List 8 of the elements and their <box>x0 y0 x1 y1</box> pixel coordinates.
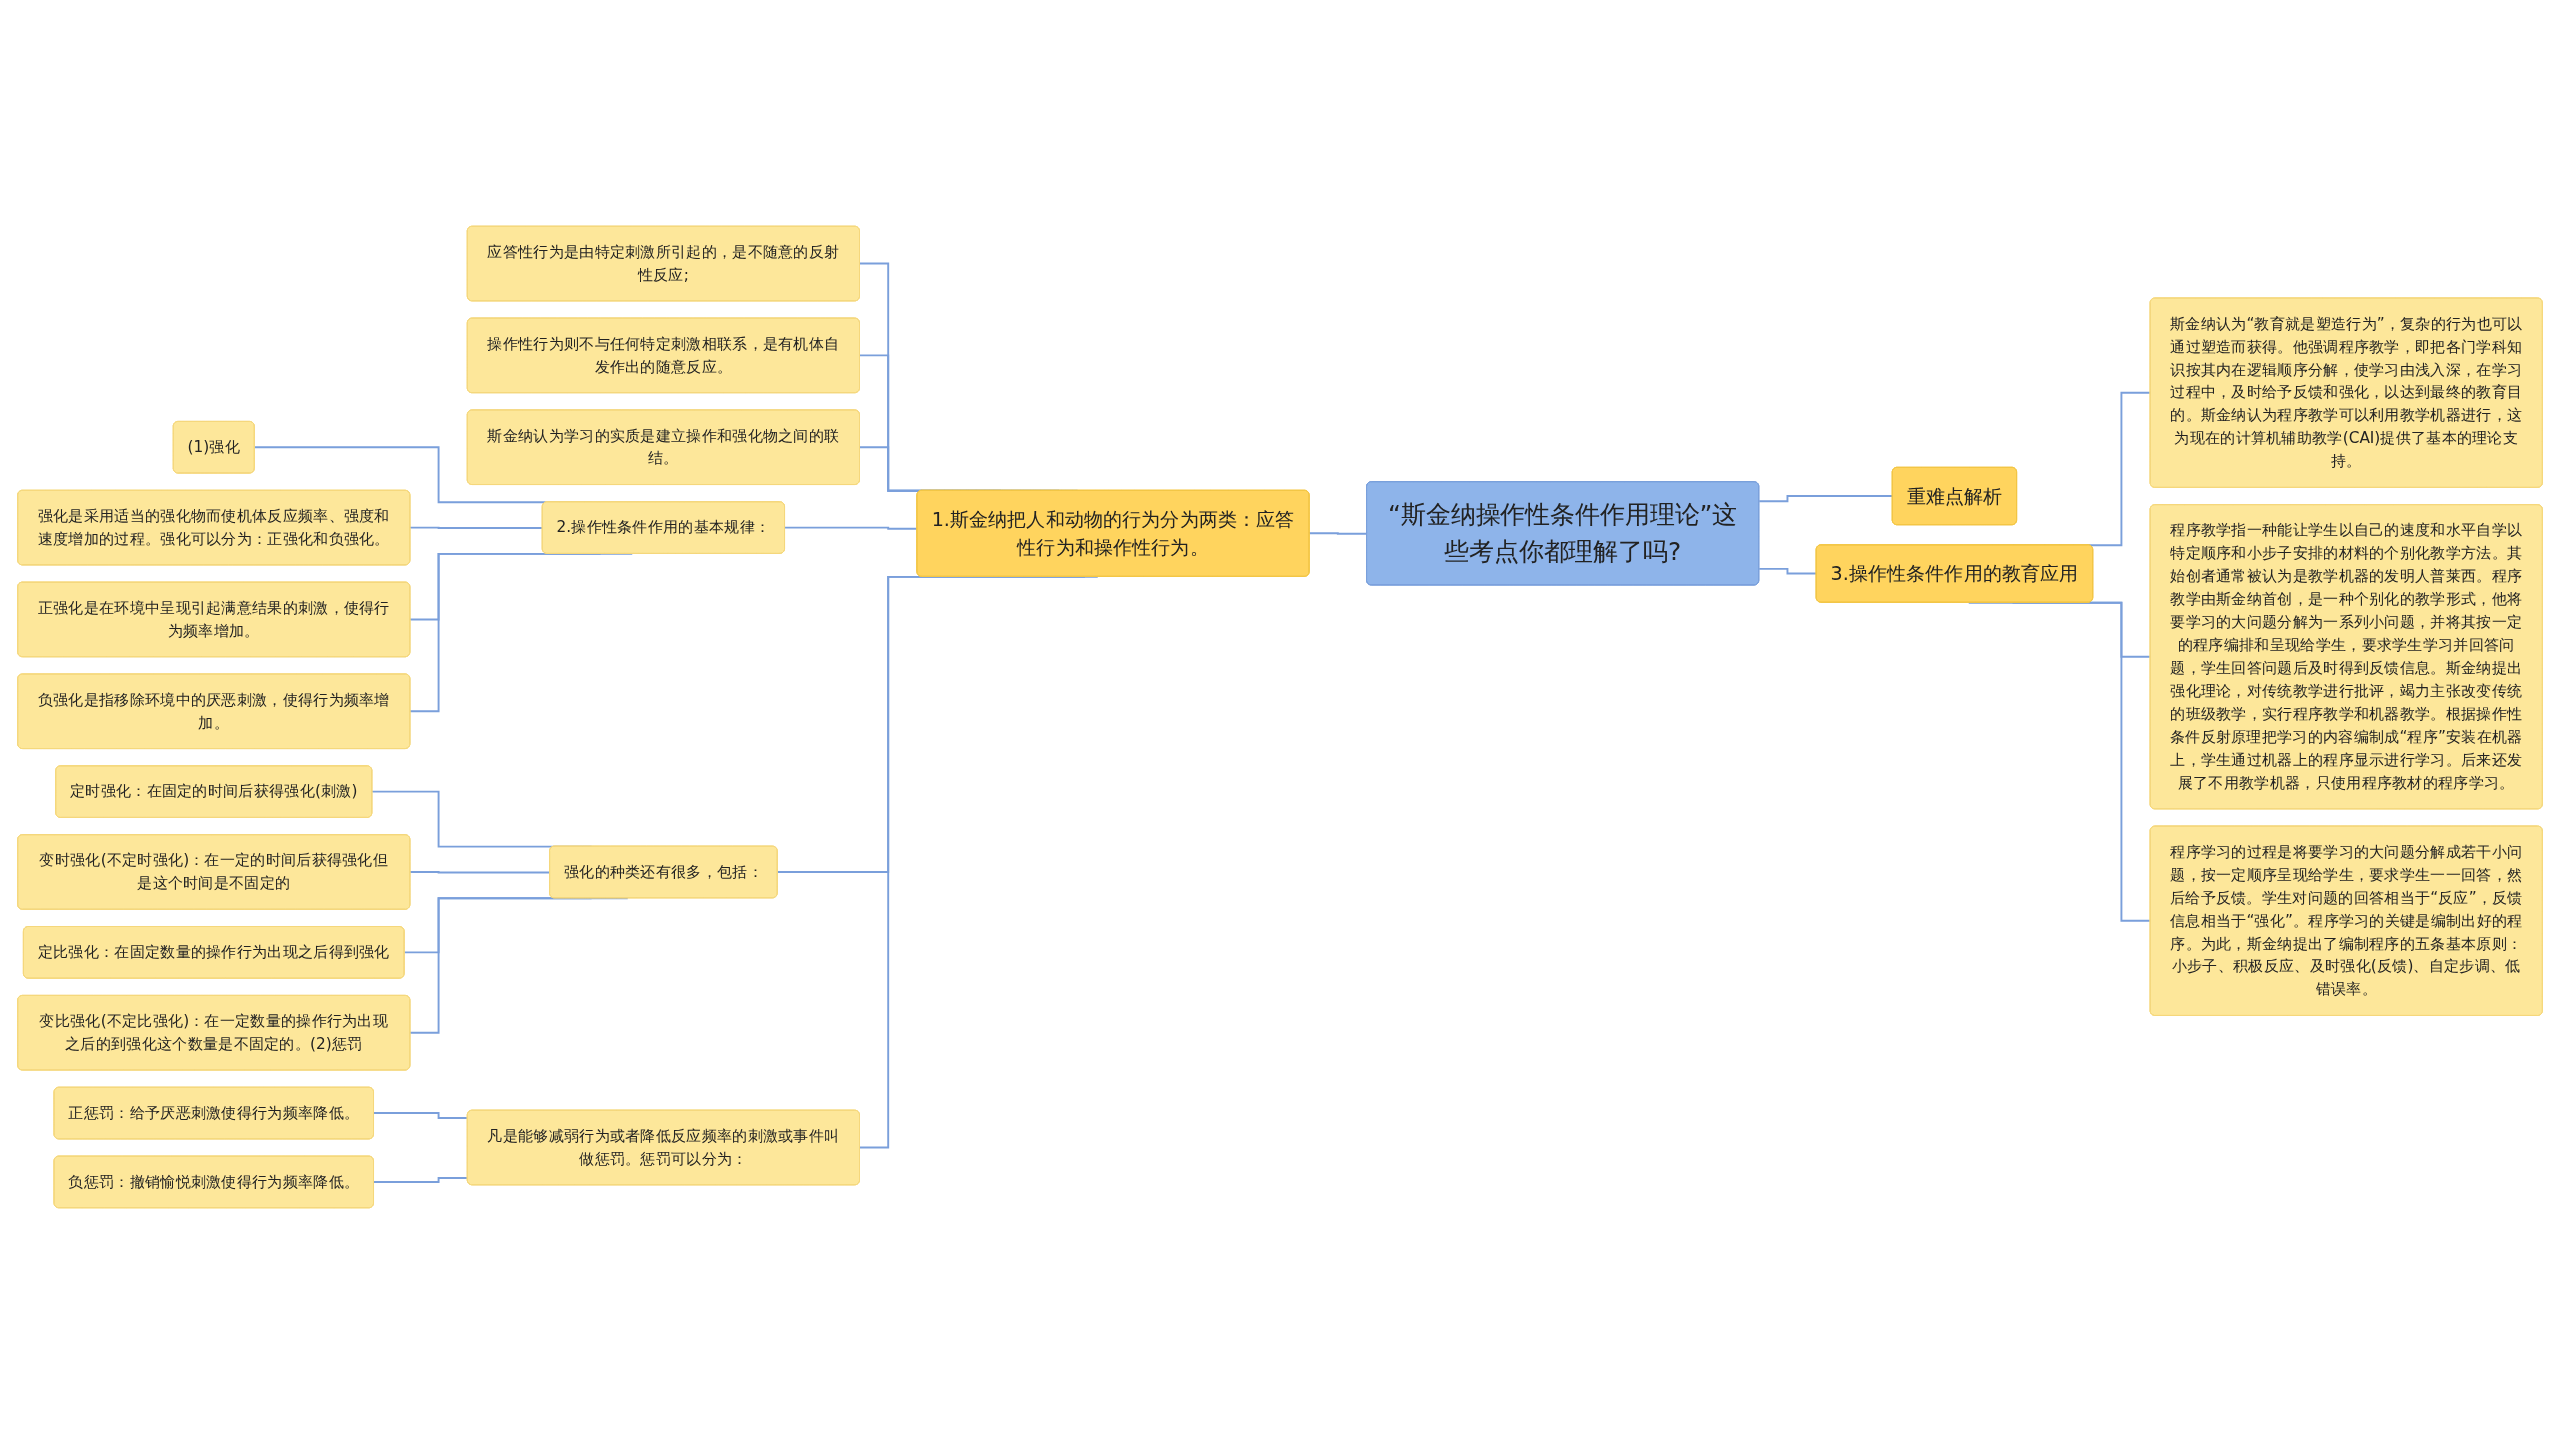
connector <box>373 1177 469 1184</box>
connector <box>1758 495 1894 503</box>
connector <box>409 871 551 874</box>
connector <box>409 526 544 529</box>
connector <box>373 1112 469 1119</box>
connector <box>1308 532 1368 535</box>
connector <box>409 897 629 1035</box>
connector <box>1758 567 1818 575</box>
